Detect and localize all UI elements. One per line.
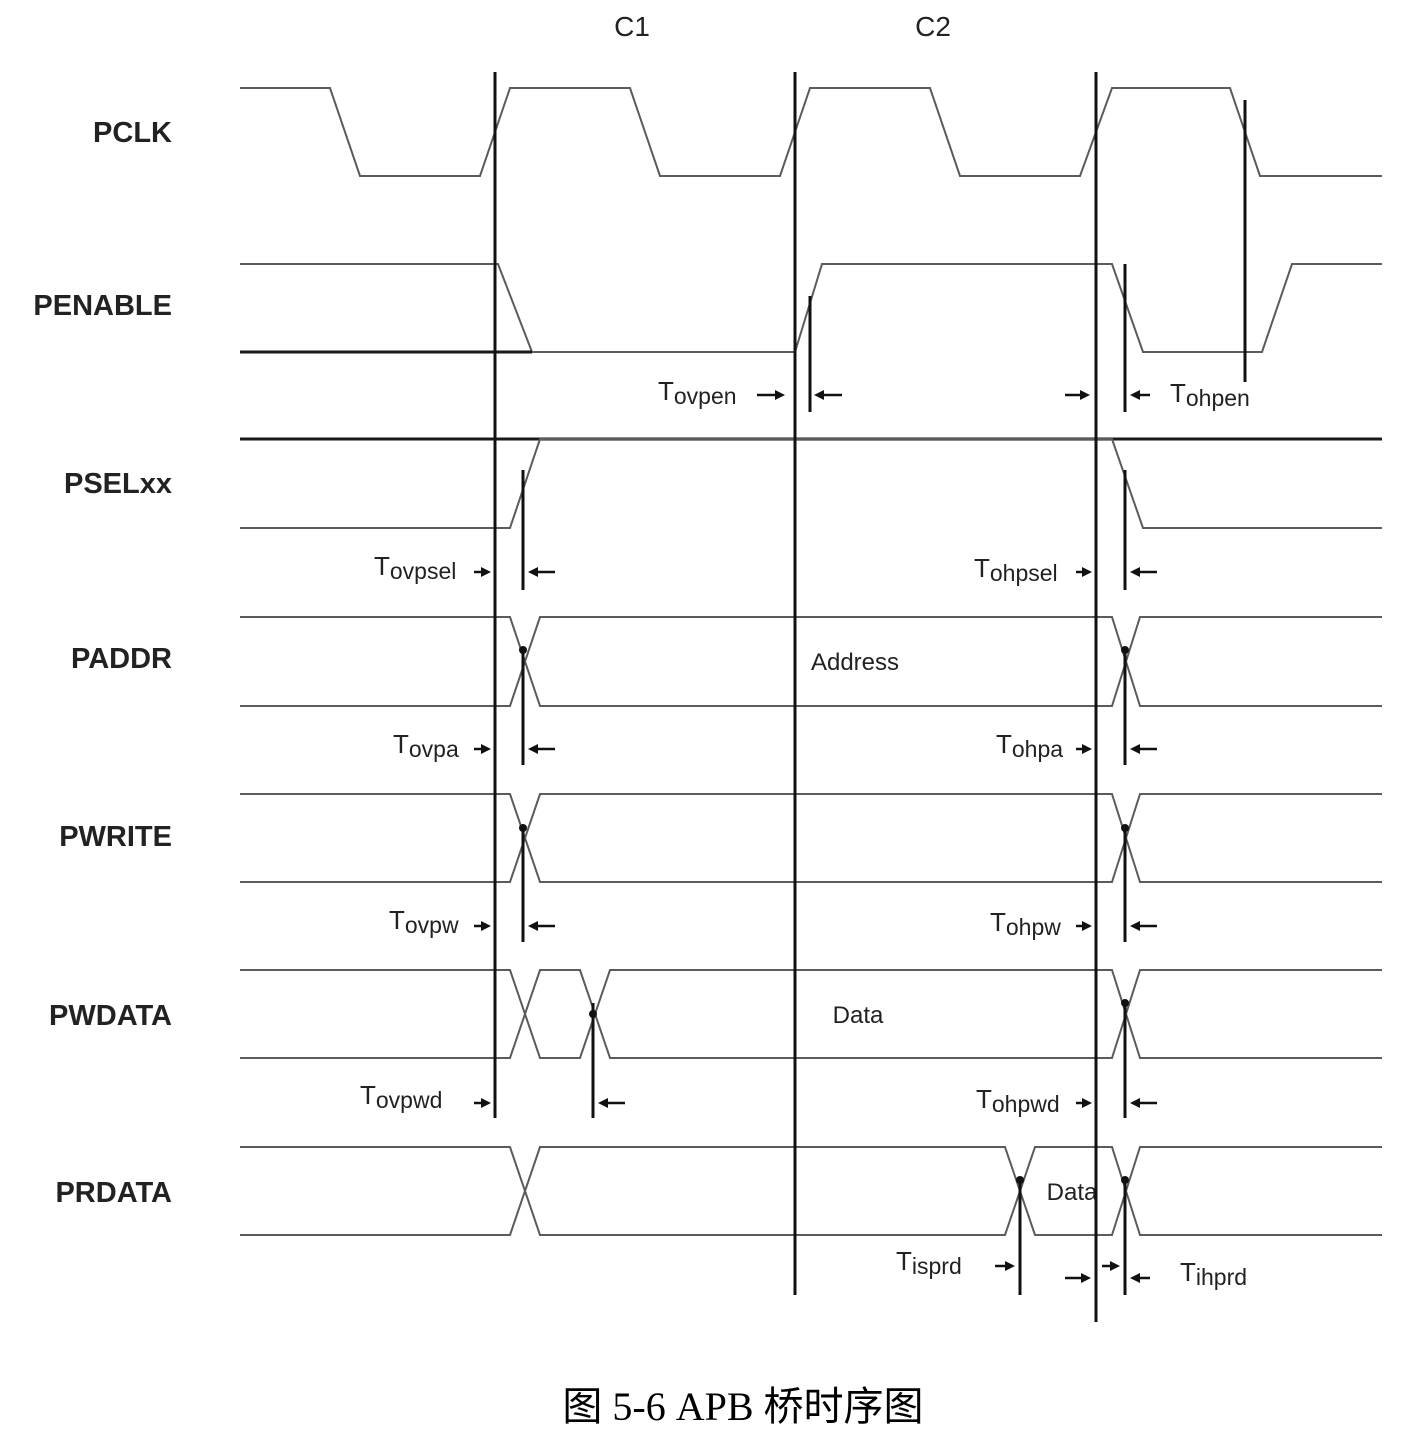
- pwrite-bus: [240, 793, 1382, 883]
- label-tohpw: Tohpw: [990, 907, 1061, 940]
- paddr-bus: [240, 616, 1382, 707]
- label-tovpw: Tovpw: [389, 905, 459, 938]
- label-tohpwd: Tohpwd: [976, 1084, 1060, 1117]
- crossing-dots: [519, 646, 1129, 1184]
- prdata-value: Data: [1047, 1179, 1098, 1206]
- column-label-c2: C2: [915, 11, 951, 42]
- signal-label-prdata: PRDATA: [55, 1177, 172, 1209]
- pclk-waveform: [240, 87, 1382, 177]
- signal-label-pwrite: PWRITE: [59, 821, 172, 853]
- label-tihprd: Tihprd: [1180, 1257, 1247, 1290]
- label-tovpa: Tovpa: [393, 729, 459, 762]
- pwdata-value: Data: [833, 1002, 884, 1029]
- signal-label-penable: PENABLE: [33, 290, 172, 322]
- pselxx-waveform: [240, 438, 1382, 529]
- label-tohpa: Tohpa: [996, 729, 1063, 762]
- signal-label-pclk: PCLK: [93, 117, 172, 149]
- label-tovpwd: Tovpwd: [360, 1080, 442, 1113]
- penable-waveform-high: [240, 263, 1382, 353]
- label-tisprd: Tisprd: [896, 1246, 962, 1279]
- label-tohpsel: Tohpsel: [974, 553, 1058, 586]
- label-tohpen: Tohpen: [1170, 378, 1250, 411]
- paddr-value: Address: [811, 649, 899, 676]
- prdata-bus: [240, 1146, 1382, 1236]
- figure-caption: 图 5-6 APB 桥时序图: [562, 1384, 923, 1429]
- signal-label-pselxx: PSELxx: [64, 468, 172, 500]
- label-tovpen: Tovpen: [658, 376, 737, 409]
- pwdata-bus: [240, 969, 1382, 1059]
- label-tovpsel: Tovpsel: [374, 551, 456, 584]
- signal-label-pwdata: PWDATA: [49, 1000, 172, 1032]
- timing-arrows: [474, 390, 1157, 1283]
- column-label-c1: C1: [614, 11, 650, 42]
- signal-label-paddr: PADDR: [71, 643, 172, 675]
